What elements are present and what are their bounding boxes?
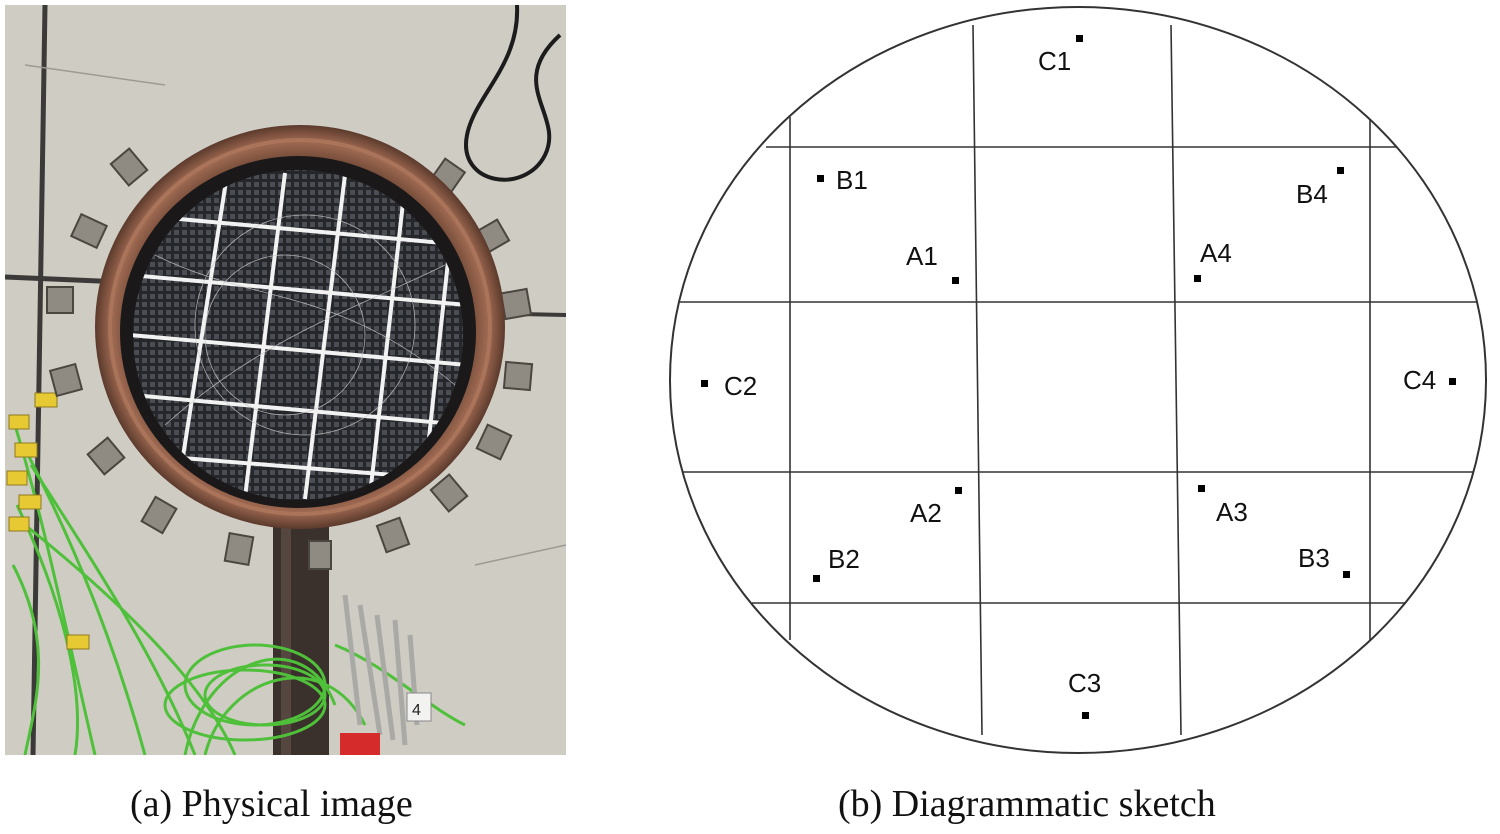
core-grid — [133, 172, 463, 500]
point-marker-b3 — [1343, 571, 1350, 578]
power-cable — [464, 5, 562, 182]
point-label-a2: A2 — [910, 498, 942, 528]
point-marker-c2 — [701, 380, 708, 387]
point-label-c2: C2 — [724, 371, 757, 401]
grid-line-vertical — [1170, 24, 1182, 736]
point-marker-c4 — [1449, 378, 1456, 385]
point-marker-b2 — [813, 575, 820, 582]
point-marker-b1 — [817, 175, 824, 182]
point-label-b2: B2 — [828, 544, 860, 574]
point-marker-b4 — [1337, 167, 1344, 174]
thermocouple-connectors — [6, 392, 90, 650]
point-label-a4: A4 — [1200, 238, 1232, 268]
measurement-points — [701, 35, 1456, 719]
point-label-c4: C4 — [1403, 365, 1436, 395]
point-marker-c1 — [1076, 35, 1083, 42]
point-label-b4: B4 — [1296, 179, 1328, 209]
probe-tag-text: 4 — [412, 702, 421, 719]
probe-tag — [406, 692, 432, 722]
point-label-a1: A1 — [906, 241, 938, 271]
point-label-b3: B3 — [1298, 543, 1330, 573]
sensor-fittings — [46, 147, 534, 570]
point-label-a3: A3 — [1216, 497, 1248, 527]
point-label-c3: C3 — [1068, 668, 1101, 698]
core-sensor-wires — [154, 214, 456, 436]
tile-seam — [474, 544, 566, 566]
point-marker-a2 — [955, 487, 962, 494]
outline-circle — [669, 6, 1487, 754]
tile-seam — [24, 64, 166, 86]
diagrammatic-sketch: C1 B1 B4 A1 A4 C2 C4 A2 A3 B2 B3 C3 — [669, 6, 1487, 754]
point-marker-c3 — [1082, 712, 1089, 719]
caption-diagrammatic-sketch: (b) Diagrammatic sketch — [838, 783, 1216, 825]
point-labels: C1 B1 B4 A1 A4 C2 C4 A2 A3 B2 B3 C3 — [724, 46, 1436, 698]
physical-photo: 4 — [5, 5, 566, 755]
thermocouple-wires — [11, 424, 466, 755]
grid-line-vertical — [972, 24, 983, 736]
point-marker-a3 — [1198, 485, 1205, 492]
point-label-c1: C1 — [1038, 46, 1071, 76]
point-marker-a4 — [1194, 275, 1201, 282]
point-marker-a1 — [952, 277, 959, 284]
caption-physical-image: (a) Physical image — [130, 783, 413, 825]
point-label-b1: B1 — [836, 165, 868, 195]
